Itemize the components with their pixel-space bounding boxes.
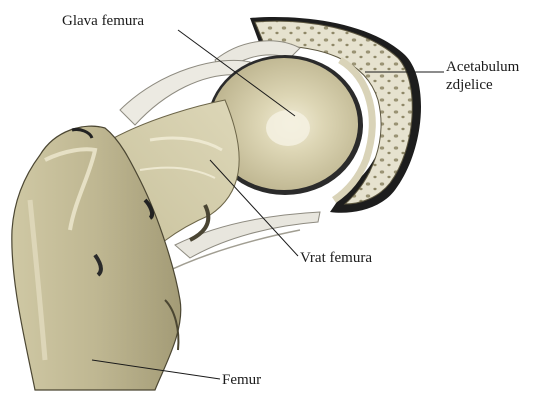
- label-femoral-neck: Vrat femura: [300, 249, 372, 267]
- label-acetabulum: Acetabulum zdjelice: [446, 58, 519, 94]
- label-acetabulum-line2: zdjelice: [446, 76, 519, 94]
- label-femur: Femur: [222, 371, 261, 389]
- label-acetabulum-line1: Acetabulum: [446, 58, 519, 76]
- label-femoral-head: Glava femura: [62, 12, 144, 30]
